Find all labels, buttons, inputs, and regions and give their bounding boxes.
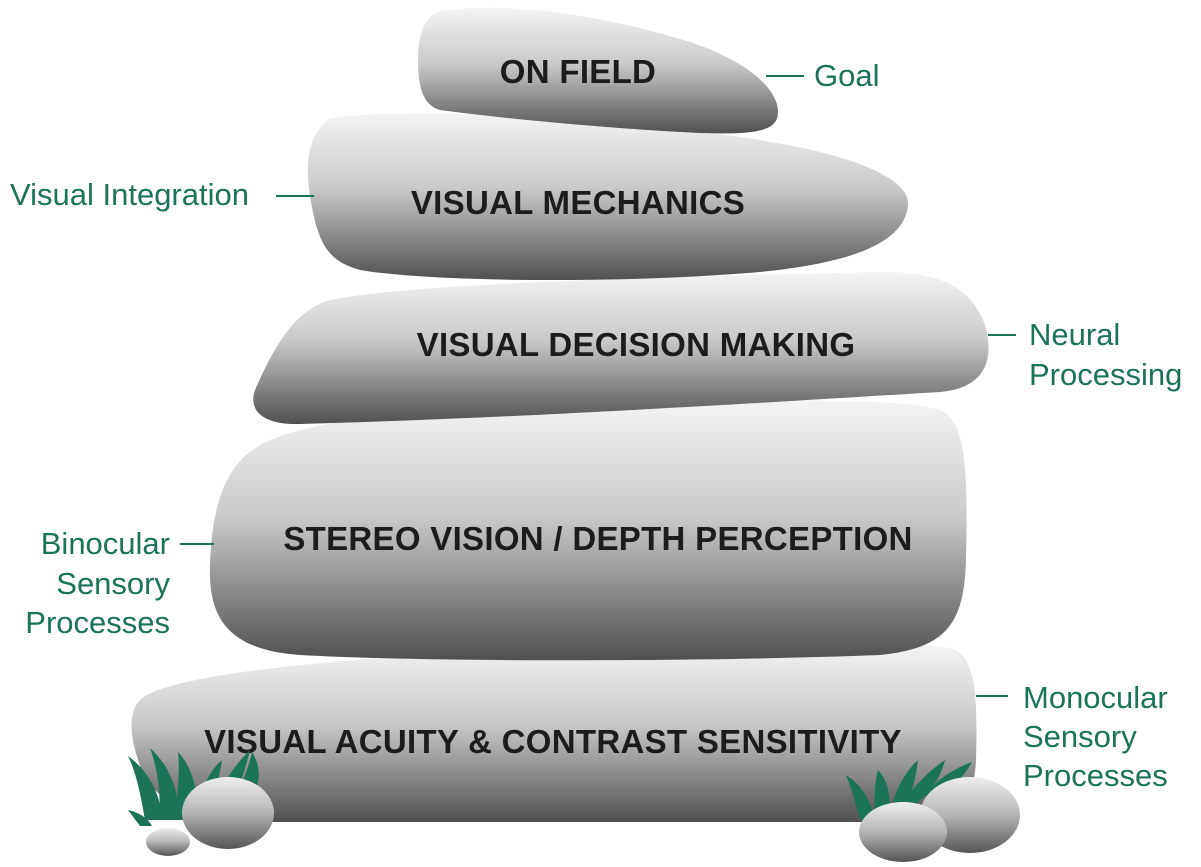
stone-on-field: ON FIELD: [418, 7, 778, 134]
stone-label: VISUAL ACUITY & CONTRAST SENSITIVITY: [204, 723, 902, 760]
annotation-line: Neural: [1029, 317, 1120, 352]
pebbles-right-icon: [859, 777, 1020, 862]
annotation-visual-integration: Visual Integration: [10, 177, 249, 212]
stone-visual-acuity: VISUAL ACUITY & CONTRAST SENSITIVITY: [131, 643, 977, 822]
stone-label: VISUAL DECISION MAKING: [417, 326, 856, 363]
annotation-line: Processing: [1029, 357, 1182, 392]
stone-visual-mechanics: VISUAL MECHANICS: [307, 113, 909, 281]
stone-label: STEREO VISION / DEPTH PERCEPTION: [283, 520, 912, 557]
stone-stereo-vision: STEREO VISION / DEPTH PERCEPTION: [209, 400, 967, 661]
annotation-line: Sensory: [56, 566, 170, 601]
annotation-line: Processes: [1023, 758, 1168, 793]
annotation-line: Monocular: [1023, 680, 1168, 715]
pebbles-left-icon: [146, 777, 274, 856]
annotation-neural-processing: Neural Processing: [1029, 317, 1182, 392]
annotation-goal: Goal: [814, 58, 879, 93]
stone-label: VISUAL MECHANICS: [411, 184, 745, 221]
annotation-line: Sensory: [1023, 719, 1137, 754]
stone-visual-decision-making: VISUAL DECISION MAKING: [253, 271, 989, 425]
connectors: [180, 75, 1016, 697]
annotation-line: Binocular: [41, 526, 170, 561]
annotation-line: Processes: [25, 605, 170, 640]
annotation-line: Goal: [814, 58, 879, 93]
annotation-binocular: Binocular Sensory Processes: [25, 526, 170, 640]
annotation-monocular: Monocular Sensory Processes: [1023, 680, 1168, 793]
stone-label: ON FIELD: [500, 53, 656, 90]
annotation-line: Visual Integration: [10, 177, 249, 212]
